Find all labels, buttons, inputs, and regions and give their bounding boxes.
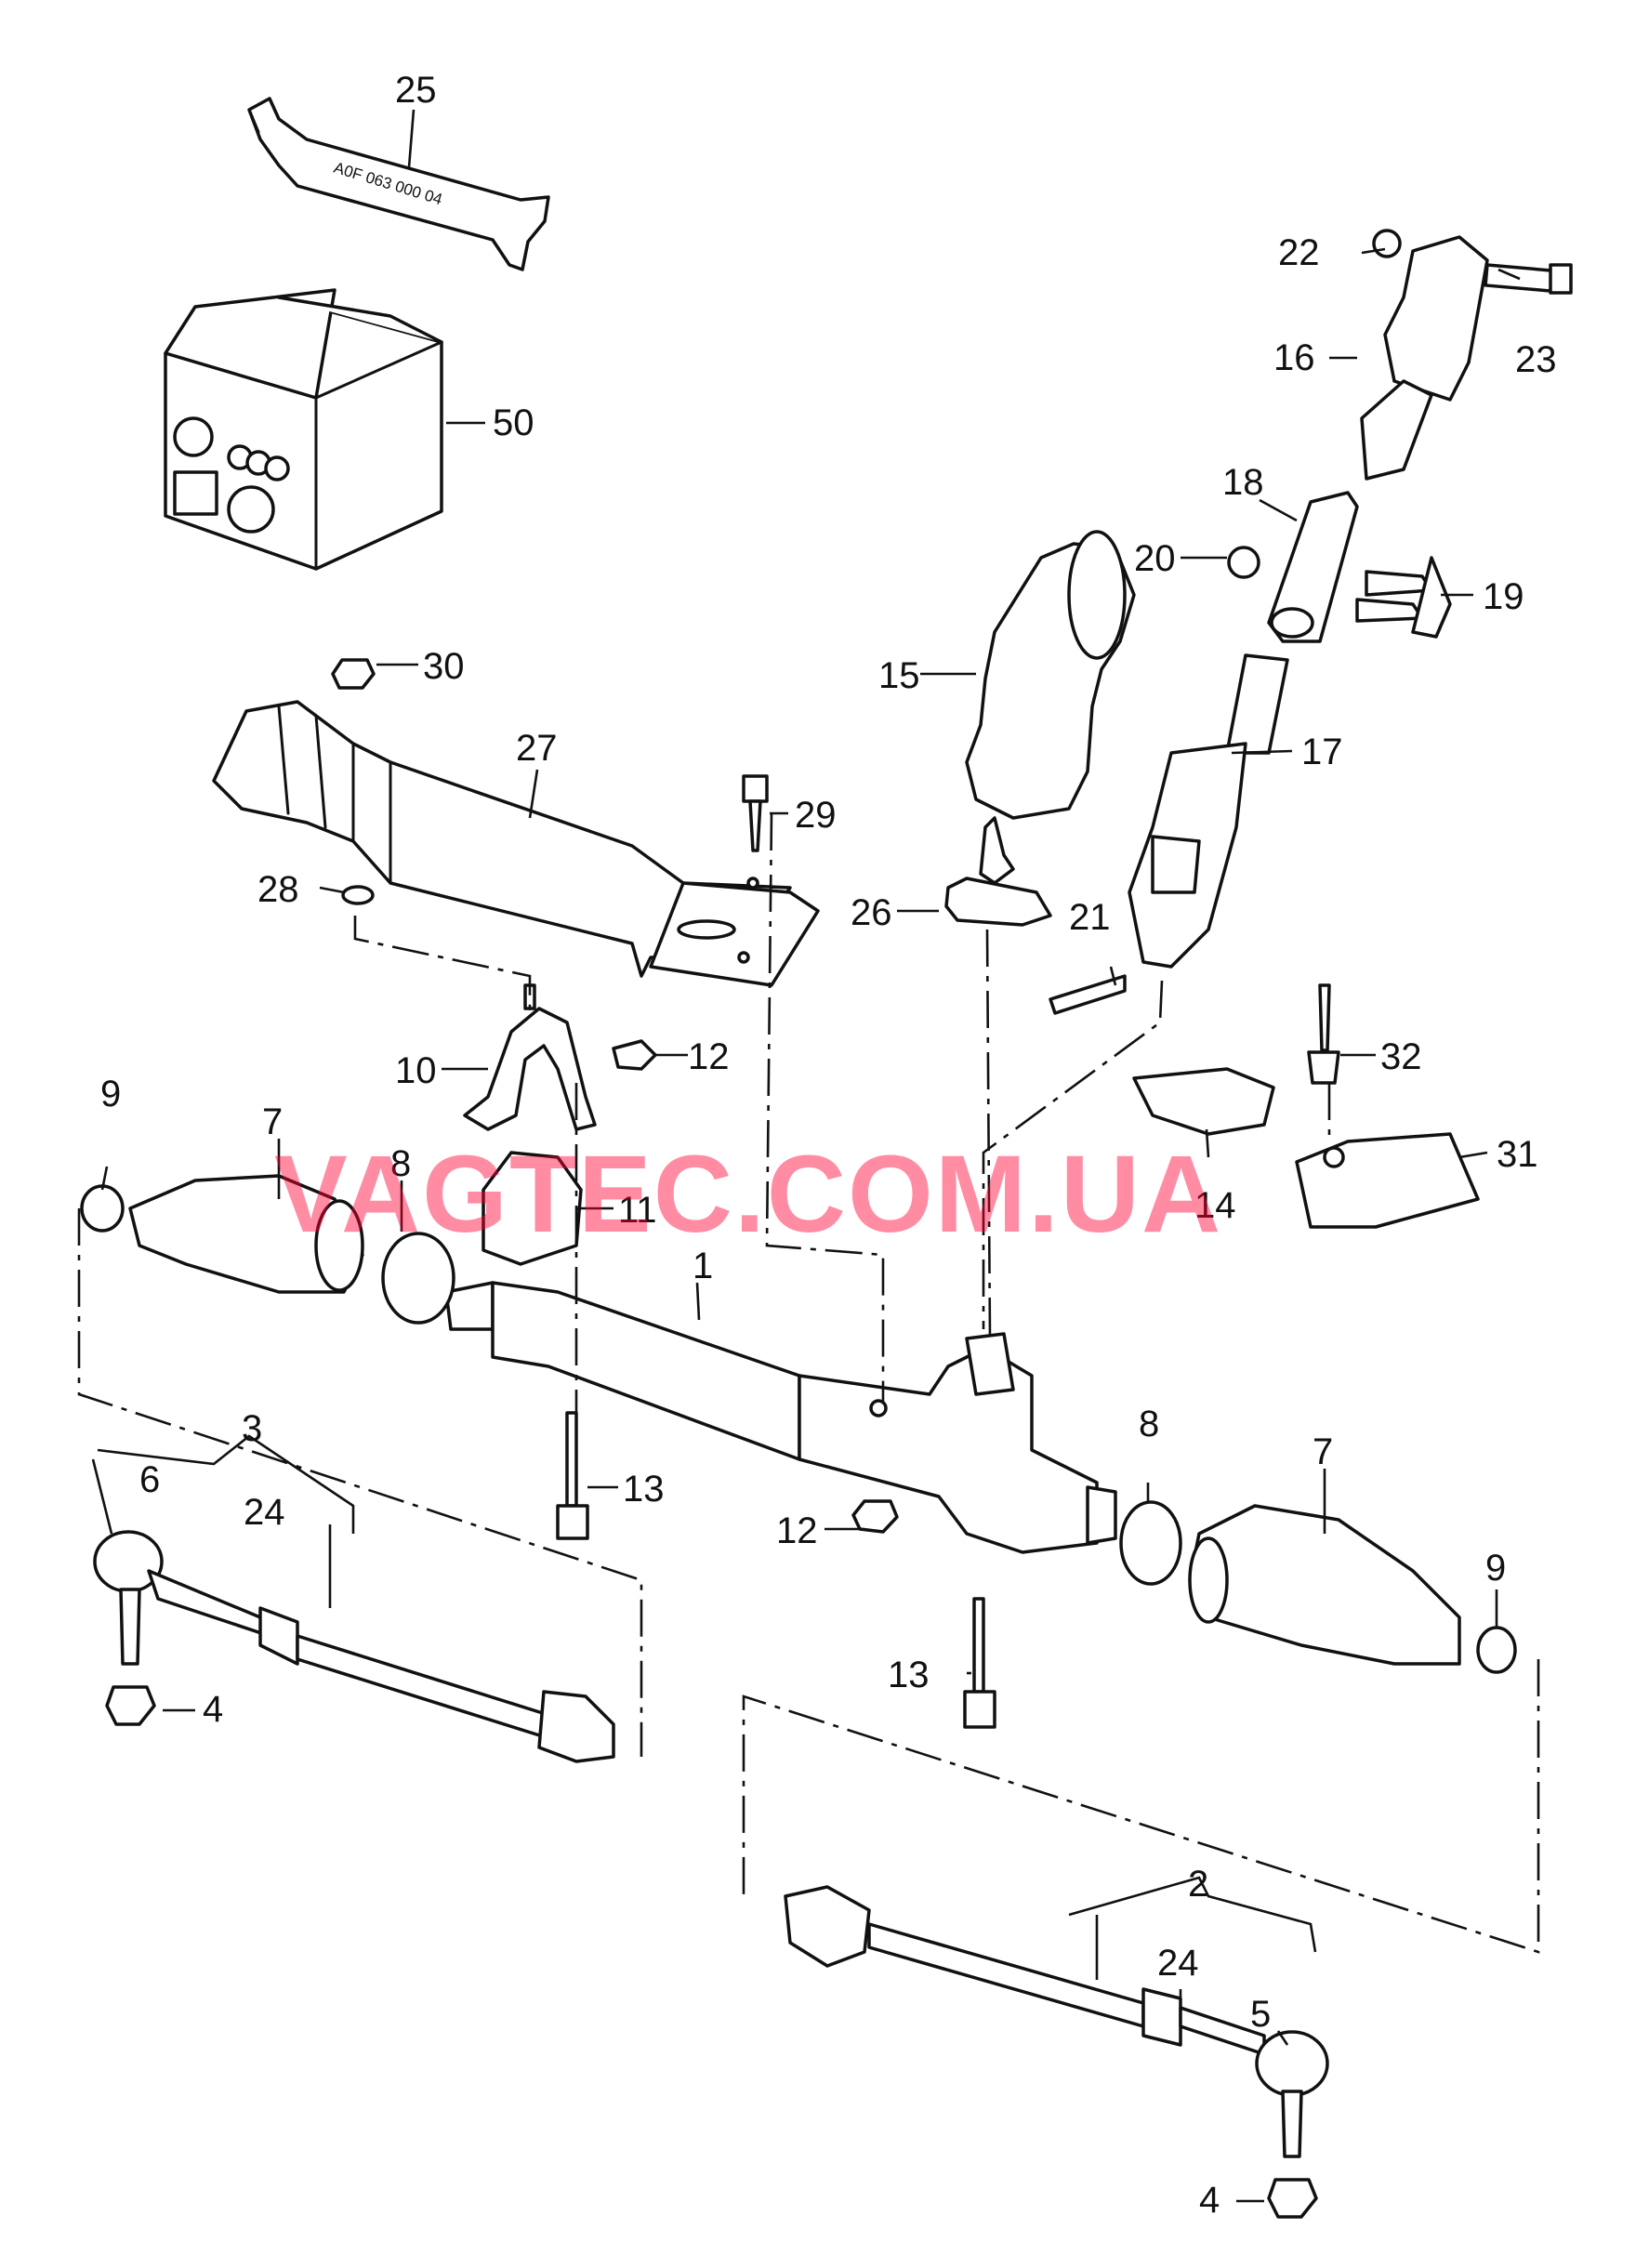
callout-32: 32 bbox=[1380, 1036, 1422, 1077]
callout-30: 30 bbox=[423, 646, 465, 687]
callout-16: 16 bbox=[1273, 337, 1315, 378]
callout-5: 5 bbox=[1250, 1994, 1271, 2035]
callout-2: 2 bbox=[1188, 1864, 1208, 1905]
callout-7-left: 7 bbox=[262, 1101, 283, 1142]
callout-13-right: 13 bbox=[888, 1655, 930, 1695]
callout-23: 23 bbox=[1515, 339, 1557, 380]
heat-shield-fasteners bbox=[331, 658, 769, 905]
right-tie-rod bbox=[784, 1885, 1329, 2219]
callout-31: 31 bbox=[1497, 1134, 1538, 1175]
callout-27: 27 bbox=[516, 728, 558, 769]
left-rack-boot bbox=[80, 1174, 455, 1325]
heat-shield bbox=[212, 700, 820, 987]
lower-steering-shaft bbox=[1049, 653, 1289, 1015]
callout-19: 19 bbox=[1483, 576, 1524, 617]
callout-8-left: 8 bbox=[390, 1143, 411, 1184]
callout-28: 28 bbox=[257, 869, 299, 910]
callout-50: 50 bbox=[493, 402, 534, 443]
rivet-and-brackets bbox=[1132, 983, 1480, 1229]
steering-boot bbox=[965, 530, 1136, 885]
left-tie-rod bbox=[93, 1530, 615, 1763]
seal-plate bbox=[944, 877, 1052, 927]
callout-9-left: 9 bbox=[100, 1074, 121, 1114]
callout-24-right: 24 bbox=[1157, 1943, 1199, 1984]
coupling-sleeve bbox=[1227, 491, 1452, 643]
callout-18: 18 bbox=[1222, 462, 1264, 503]
callout-22: 22 bbox=[1278, 232, 1320, 273]
callout-10: 10 bbox=[395, 1050, 437, 1091]
grease-tube: A0F 063 000 04 bbox=[247, 97, 550, 271]
callout-3: 3 bbox=[242, 1408, 262, 1449]
watermark: VAGTEC.COM.UA bbox=[274, 1133, 1222, 1256]
parts-box bbox=[164, 288, 443, 571]
callout-8-right: 8 bbox=[1139, 1404, 1159, 1444]
leader-lines bbox=[91, 109, 1521, 2203]
callout-7-right: 7 bbox=[1313, 1431, 1333, 1472]
callout-20: 20 bbox=[1134, 538, 1176, 579]
callout-17: 17 bbox=[1301, 732, 1343, 772]
rack-clamp bbox=[463, 983, 657, 1266]
callout-4-right: 4 bbox=[1199, 2180, 1220, 2221]
right-rack-boot bbox=[1119, 1500, 1517, 1674]
callout-29: 29 bbox=[795, 795, 837, 836]
callout-13-left: 13 bbox=[623, 1469, 665, 1510]
callout-9-right: 9 bbox=[1485, 1548, 1506, 1589]
callout-4-left: 4 bbox=[203, 1689, 223, 1730]
callout-25: 25 bbox=[395, 70, 437, 111]
callout-14: 14 bbox=[1194, 1185, 1236, 1226]
callout-24-left: 24 bbox=[244, 1492, 285, 1533]
callout-15: 15 bbox=[878, 655, 920, 696]
callout-11: 11 bbox=[618, 1190, 657, 1231]
callout-26: 26 bbox=[851, 892, 892, 933]
callout-12-upper: 12 bbox=[688, 1036, 730, 1077]
callout-21: 21 bbox=[1069, 897, 1111, 938]
callout-1: 1 bbox=[693, 1246, 713, 1286]
callout-12-lower: 12 bbox=[776, 1510, 818, 1551]
callouts: 25 50 22 23 16 18 20 19 15 17 30 27 29 2… bbox=[100, 70, 1557, 2221]
callout-6: 6 bbox=[139, 1459, 160, 1500]
steering-rack bbox=[444, 1281, 1117, 1554]
assembly-lines bbox=[77, 812, 1540, 1954]
mounting-bolts bbox=[556, 1411, 996, 1729]
